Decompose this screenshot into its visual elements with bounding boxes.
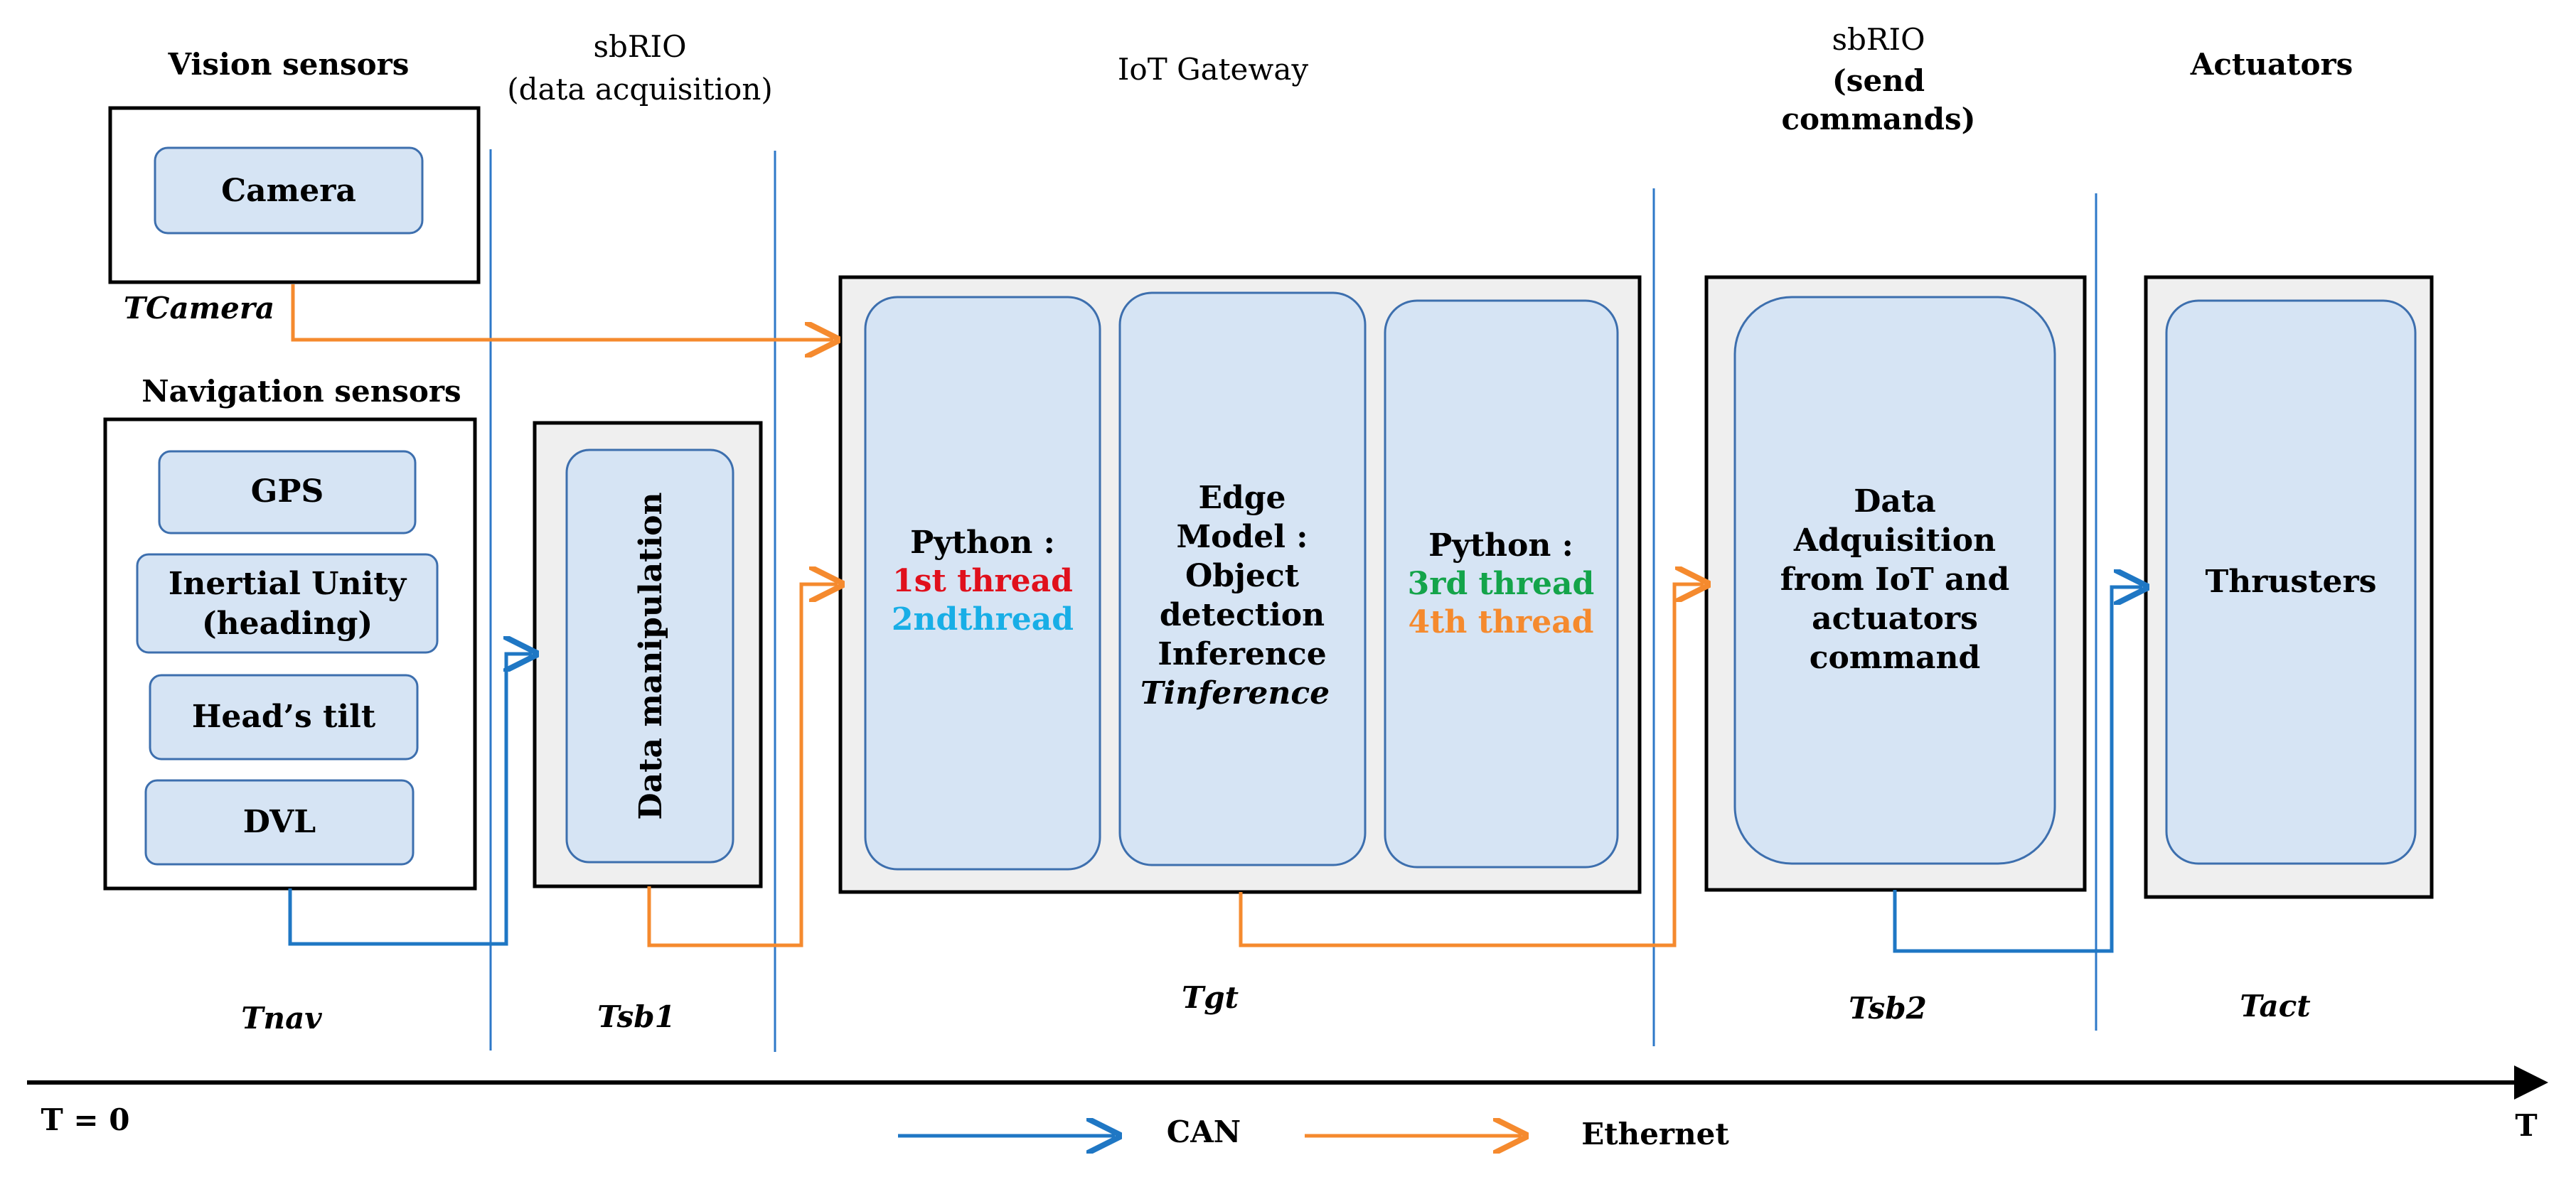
timing-tsb2: Tsb2 bbox=[1849, 991, 1927, 1026]
camera-label: Camera bbox=[221, 173, 356, 209]
timing-tsb1: Tsb1 bbox=[597, 999, 675, 1034]
gateway-to-sbrio-cmd-link bbox=[1239, 584, 1704, 947]
thread-2-label: 2ndthread bbox=[892, 601, 1074, 638]
thread-3-label: 3rd thread bbox=[1408, 566, 1595, 602]
edge-model-node bbox=[1118, 291, 1367, 866]
heads-tilt-label: Head’s tilt bbox=[192, 699, 376, 735]
daq-line-3: from IoT and bbox=[1780, 562, 2010, 598]
daq-line-4: actuators bbox=[1812, 601, 1978, 637]
axis-start-label: T = 0 bbox=[41, 1102, 130, 1137]
daq-line-1: Data bbox=[1854, 483, 1936, 520]
edge-line-2: Model : bbox=[1176, 519, 1308, 555]
header-sbrio-cmd-2: (send bbox=[1832, 63, 1925, 98]
timing-tcamera: TCamera bbox=[124, 291, 274, 326]
dvl-label: DVL bbox=[243, 804, 316, 840]
header-sbrio-cmd-3: commands) bbox=[1781, 102, 1975, 136]
sbrio-cmd-to-actuators-link bbox=[1893, 587, 2142, 953]
python-right-node bbox=[1384, 299, 1619, 869]
inertial-label-1: Inertial Unity bbox=[169, 566, 407, 602]
thread-4-label: 4th thread bbox=[1408, 604, 1593, 640]
gps-label: GPS bbox=[251, 473, 324, 510]
header-sbrio-acq-1: sbRIO bbox=[593, 29, 686, 64]
legend-ethernet-label: Ethernet bbox=[1581, 1117, 1729, 1151]
edge-line-4: detection bbox=[1160, 597, 1325, 633]
edge-line-6: Tinference bbox=[1140, 675, 1330, 711]
python-left-title: Python : bbox=[910, 525, 1055, 561]
camera-to-gateway-link bbox=[291, 284, 833, 340]
edge-line-1: Edge bbox=[1198, 480, 1286, 516]
daq-line-2: Adquisition bbox=[1793, 522, 1996, 559]
camera-node bbox=[154, 146, 424, 235]
header-navigation-sensors: Navigation sensors bbox=[141, 374, 461, 409]
timing-tnav: Tnav bbox=[241, 1001, 322, 1036]
header-sbrio-acq-2: (data acquisition) bbox=[507, 72, 773, 107]
header-actuators: Actuators bbox=[2190, 47, 2353, 82]
header-vision-sensors: Vision sensors bbox=[168, 47, 410, 82]
timing-tgt: Tgt bbox=[1182, 980, 1239, 1015]
daq-line-5: command bbox=[1810, 640, 1981, 676]
inertial-unit-node bbox=[136, 553, 439, 654]
inertial-label-2: (heading) bbox=[202, 606, 373, 642]
axis-end-label: T bbox=[2515, 1108, 2537, 1143]
data-manipulation-label: Data manipulation bbox=[633, 493, 669, 820]
heads-tilt-node bbox=[149, 674, 419, 761]
nav-to-sbrio-link bbox=[288, 654, 532, 946]
data-manipulation-node bbox=[565, 448, 734, 864]
thread-1-label: 1st thread bbox=[892, 563, 1073, 599]
python-left-node bbox=[864, 296, 1101, 871]
data-acquisition-node bbox=[1733, 296, 2056, 865]
legend-can-label: CAN bbox=[1167, 1114, 1241, 1149]
thrusters-label: Thrusters bbox=[2206, 564, 2377, 600]
dvl-node bbox=[144, 779, 415, 866]
thrusters-node bbox=[2165, 299, 2417, 865]
edge-line-5: Inference bbox=[1158, 636, 1326, 672]
header-iot-gateway: IoT Gateway bbox=[1118, 52, 1309, 87]
header-sbrio-cmd-1: sbRIO bbox=[1832, 22, 1925, 57]
edge-line-3: Object bbox=[1185, 558, 1300, 594]
sbrio-to-gateway-link bbox=[647, 584, 838, 947]
gps-node bbox=[158, 450, 417, 534]
timing-tact: Tact bbox=[2240, 989, 2310, 1023]
python-right-title: Python : bbox=[1428, 527, 1573, 564]
